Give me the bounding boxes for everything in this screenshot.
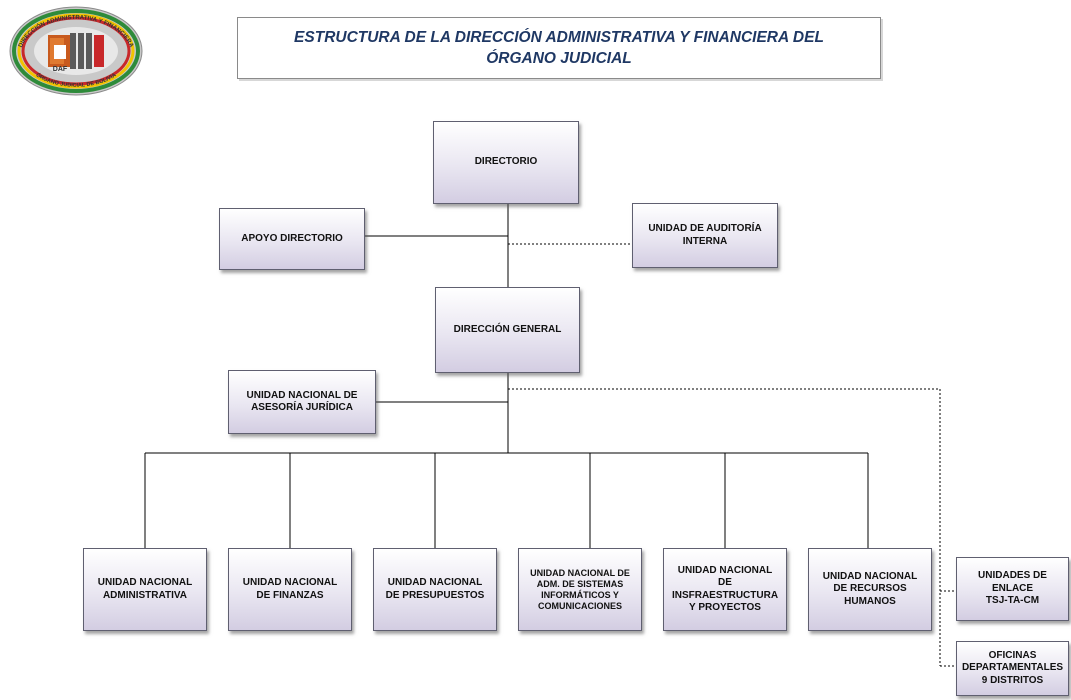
node-oficinas-departamentales: OFICINAS DEPARTAMENTALES 9 DISTRITOS	[956, 641, 1069, 696]
node-administrativa-line-1: UNIDAD NACIONAL	[97, 577, 193, 588]
title-line-1: ESTRUCTURA DE LA DIRECCIÓN ADMINISTRATIV…	[294, 29, 824, 46]
node-rrhh-line-3: HUMANOS	[844, 595, 896, 607]
node-asesoria-line-2: ASESORÍA JURÍDICA	[251, 402, 353, 413]
node-directorio: DIRECTORIO	[433, 121, 579, 204]
chart-title: ESTRUCTURA DE LA DIRECCIÓN ADMINISTRATIV…	[237, 17, 881, 79]
node-unidades-enlace: UNIDADES DE ENLACE TSJ-TA-CM	[956, 557, 1069, 621]
node-infra-line-1: UNIDAD NACIONAL	[677, 564, 773, 576]
node-direccion-general-label: DIRECCIÓN GENERAL	[453, 323, 562, 335]
node-directorio-label: DIRECTORIO	[474, 156, 538, 168]
node-auditoria-line-2: INTERNA	[682, 235, 728, 247]
node-apoyo-directorio-label: APOYO DIRECTORIO	[241, 232, 343, 244]
svg-text:DAF: DAF	[53, 66, 68, 73]
node-enlace-line-2: ENLACE	[991, 582, 1034, 594]
node-auditoria-interna: UNIDAD DE AUDITORÍA INTERNA	[632, 203, 778, 268]
node-sistemas-line-1: UNIDAD NACIONAL DE	[530, 567, 630, 578]
node-enlace-line-1: UNIDADES DE	[978, 570, 1047, 582]
node-sistemas-line-2: ADM. DE SISTEMAS	[536, 578, 624, 589]
node-infraestructura: UNIDAD NACIONAL DE INSFRAESTRUCTURA Y PR…	[663, 548, 787, 631]
node-sistemas: UNIDAD NACIONAL DE ADM. DE SISTEMAS INFO…	[518, 548, 642, 631]
node-rrhh-line-2: DE RECURSOS	[833, 583, 907, 595]
node-direccion-general: DIRECCIÓN GENERAL	[435, 287, 580, 373]
node-sistemas-line-3: INFORMÁTICOS Y	[541, 589, 619, 600]
node-finanzas: UNIDAD NACIONAL DE FINANZAS	[228, 548, 352, 631]
node-presupuestos-line-1: UNIDAD NACIONAL	[387, 577, 483, 588]
node-rrhh-line-1: UNIDAD NACIONAL	[822, 570, 918, 582]
node-infra-line-3: INSFRAESTRUCTURA	[671, 589, 779, 601]
node-presupuestos: UNIDAD NACIONAL DE PRESUPUESTOS	[373, 548, 497, 631]
node-recursos-humanos: UNIDAD NACIONAL DE RECURSOS HUMANOS	[808, 548, 932, 631]
node-oficinas-line-3: 9 DISTRITOS	[981, 674, 1044, 686]
node-administrativa-line-2: ADMINISTRATIVA	[102, 589, 188, 601]
node-sistemas-line-4: COMUNICACIONES	[537, 600, 622, 611]
node-apoyo-directorio: APOYO DIRECTORIO	[219, 208, 365, 270]
title-line-2: ÓRGANO JUDICIAL	[486, 50, 632, 67]
node-finanzas-line-1: UNIDAD NACIONAL	[242, 577, 338, 588]
node-asesoria-juridica: UNIDAD NACIONAL DE ASESORÍA JURÍDICA	[228, 370, 376, 434]
node-infra-line-2: DE	[718, 577, 732, 588]
node-finanzas-line-2: DE FINANZAS	[256, 589, 324, 601]
node-oficinas-line-1: OFICINAS	[988, 649, 1037, 661]
node-infra-line-4: Y PROYECTOS	[689, 602, 761, 613]
node-auditoria-line-1: UNIDAD DE AUDITORÍA	[648, 223, 762, 234]
node-administrativa: UNIDAD NACIONAL ADMINISTRATIVA	[83, 548, 207, 631]
node-asesoria-line-1: UNIDAD NACIONAL DE	[246, 389, 358, 401]
node-oficinas-line-2: DEPARTAMENTALES	[961, 662, 1064, 674]
daf-logo: DIRECCIÓN ADMINISTRATIVA Y FINANCIERA ÓR…	[9, 6, 143, 96]
node-presupuestos-line-2: DE PRESUPUESTOS	[385, 589, 485, 601]
node-enlace-line-3: TSJ-TA-CM	[985, 595, 1040, 607]
